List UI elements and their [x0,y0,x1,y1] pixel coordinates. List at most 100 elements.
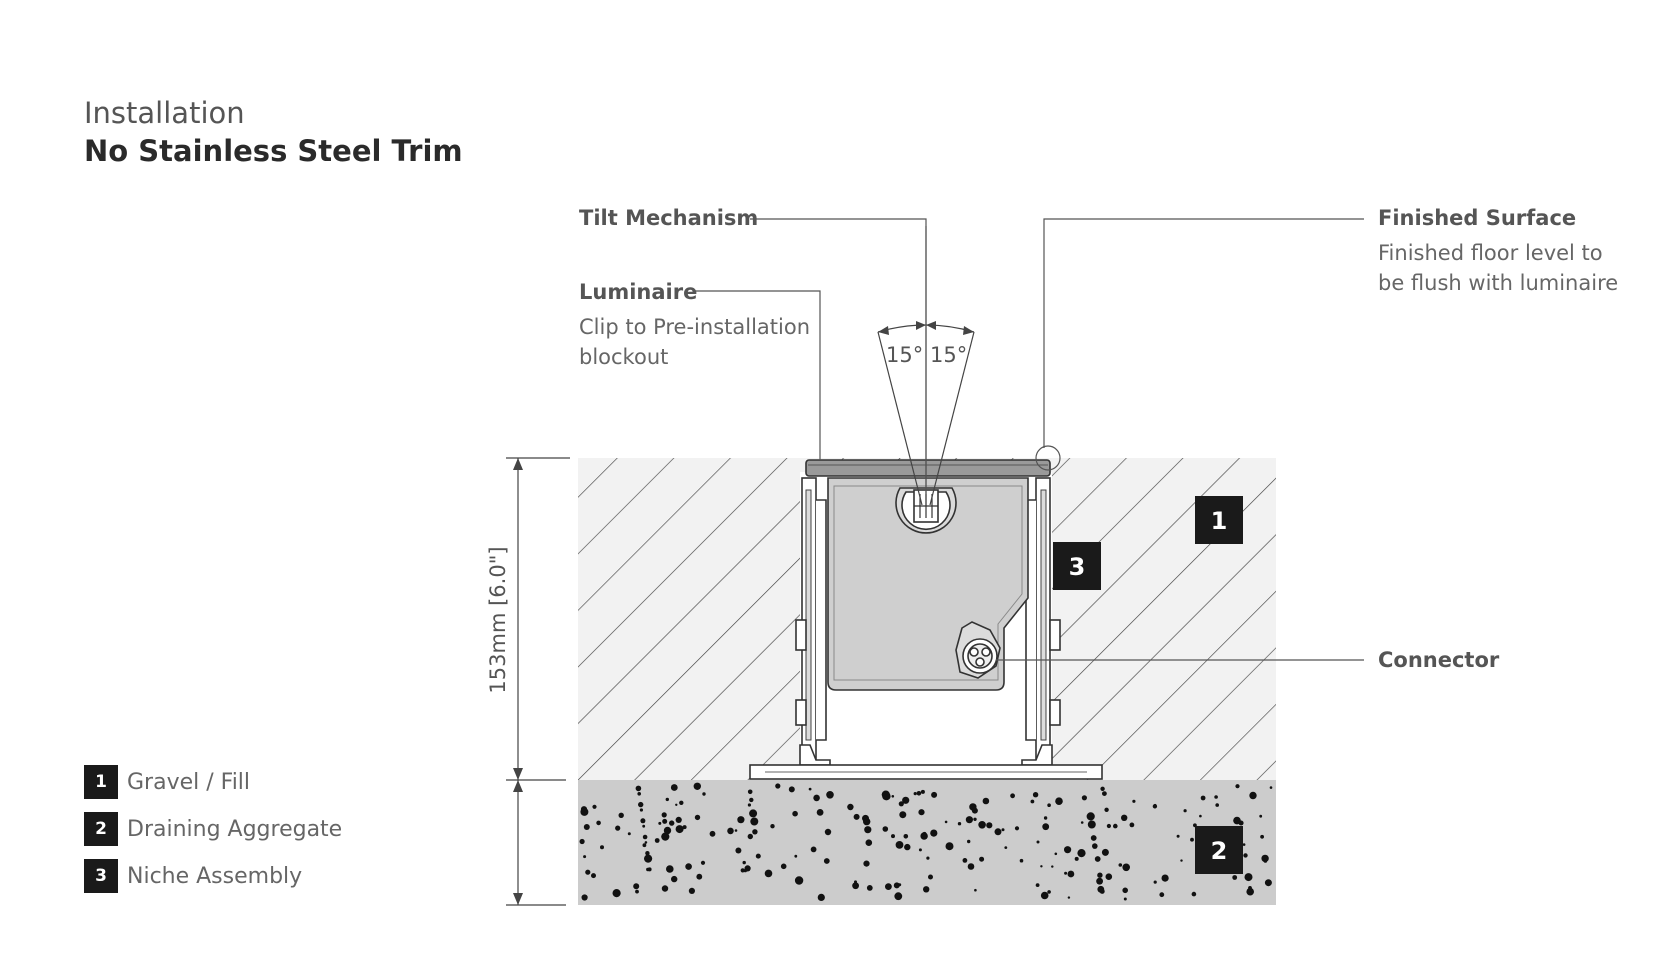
aggregate-speck [662,818,668,824]
aggregate-speck [1042,823,1050,831]
aggregate-speck [931,791,938,798]
aggregate-speck [967,863,975,870]
aggregate-speck [596,820,601,826]
aggregate-speck [866,885,873,891]
tilt-mechanism-label: Tilt Mechanism [579,206,759,230]
legend-item-aggregate: 2 Draining Aggregate [84,812,342,846]
finished-surface-marker [1035,445,1061,471]
aggregate-speck [1081,795,1087,801]
aggregate-speck [665,797,669,802]
aggregate-speck [1191,891,1197,897]
diagram-title: Installation [84,96,245,130]
aggregate-speck [583,855,587,859]
aggregate-speck [974,888,977,892]
aggregate-speck [1096,877,1103,885]
aggregate-speck [1067,896,1071,899]
svg-text:1: 1 [1211,507,1228,535]
aggregate-speck [644,841,648,844]
aggregate-speck [1183,809,1187,813]
leader-lines [693,218,1364,661]
aggregate-speck [1269,786,1273,789]
aggregate-speck [1040,865,1043,868]
aggregate-speck [1054,852,1058,856]
depth-dimension [506,457,570,906]
legend-badge: 1 [84,765,118,799]
aggregate-speck [637,792,641,796]
aggregate-speck [633,883,640,890]
aggregate-speck [742,860,746,865]
aggregate-speck [891,795,895,798]
aggregate-speck [579,838,585,845]
aggregate-speck [1019,858,1024,863]
aggregate-speck [882,826,889,832]
aggregate-speck [747,833,753,840]
aggregate-speck [747,789,753,795]
aggregate-speck [863,860,870,867]
aggregate-speck [755,853,761,859]
aggregate-speck [824,828,832,836]
aggregate-speck [585,869,591,875]
aggregate-speck [1090,835,1097,841]
aggregate-speck [1092,843,1098,849]
aggregate-speck [1014,826,1020,831]
legend-label: Gravel / Fill [127,769,251,795]
aggregate-speck [794,854,798,858]
aggregate-speck [1010,793,1015,799]
aggregate-speck [727,827,734,835]
aggregate-speck [675,803,678,806]
aggregate-speck [863,817,871,826]
aggregate-speck [749,809,758,818]
aggregate-speck [902,796,910,804]
aggregate-speck [615,825,621,831]
aggregate-speck [1004,846,1008,849]
aggregate-speck [930,829,938,837]
aggregate-speck [1190,837,1194,842]
aggregate-speck [671,875,678,883]
aggregate-speck [794,876,804,885]
aggregate-speck [1259,814,1263,818]
aggregate-speck [600,845,604,850]
aggregate-speck [1232,875,1238,880]
finished-surface-label: Finished Surface [1378,206,1577,230]
aggregate-speck [669,820,675,826]
aggregate-speck [962,858,968,863]
luminaire-leader [693,290,821,460]
aggregate-speck [770,824,775,829]
aggregate-speck [1118,863,1123,867]
aggregate-speck [775,783,781,789]
aggregate-speck [1249,791,1257,800]
aggregate-speck [750,817,759,826]
aggregate-speck [1261,854,1269,863]
aggregate-speck [749,797,754,803]
aggregate-speck [847,803,854,811]
aggregate-speck [670,784,678,791]
aggregate-speck [1152,804,1158,809]
aggregate-speck [700,860,706,865]
aggregate-speck [661,885,669,892]
aggregate-speck [752,829,758,835]
aggregate-speck [1246,887,1254,896]
aggregate-speck [709,830,716,837]
aggregate-speck [823,858,830,864]
aggregate-speck [661,812,667,818]
aggregate-speck [693,782,701,790]
aggregate-speck [581,894,588,901]
aggregate-speck [635,889,639,894]
aggregate-speck [642,834,648,840]
aggregate-speck [658,821,662,825]
aggregate-speck [916,791,922,796]
svg-text:2: 2 [1211,837,1228,865]
aggregate-speck [1035,883,1040,887]
aggregate-speck [635,785,642,792]
aggregate-speck [881,790,890,799]
aggregate-speck [922,833,928,840]
aggregate-speck [592,804,597,809]
legend-badge: 2 [84,812,118,846]
finished-surface-description: Finished floor level to be flush with lu… [1378,238,1618,298]
aggregate-speck [1097,872,1103,878]
aggregate-speck [734,829,738,832]
aggregate-speck [1264,879,1272,887]
aggregate-speck [1122,863,1130,872]
aggregate-speck [1064,871,1068,875]
aggregate-speck [688,887,696,895]
